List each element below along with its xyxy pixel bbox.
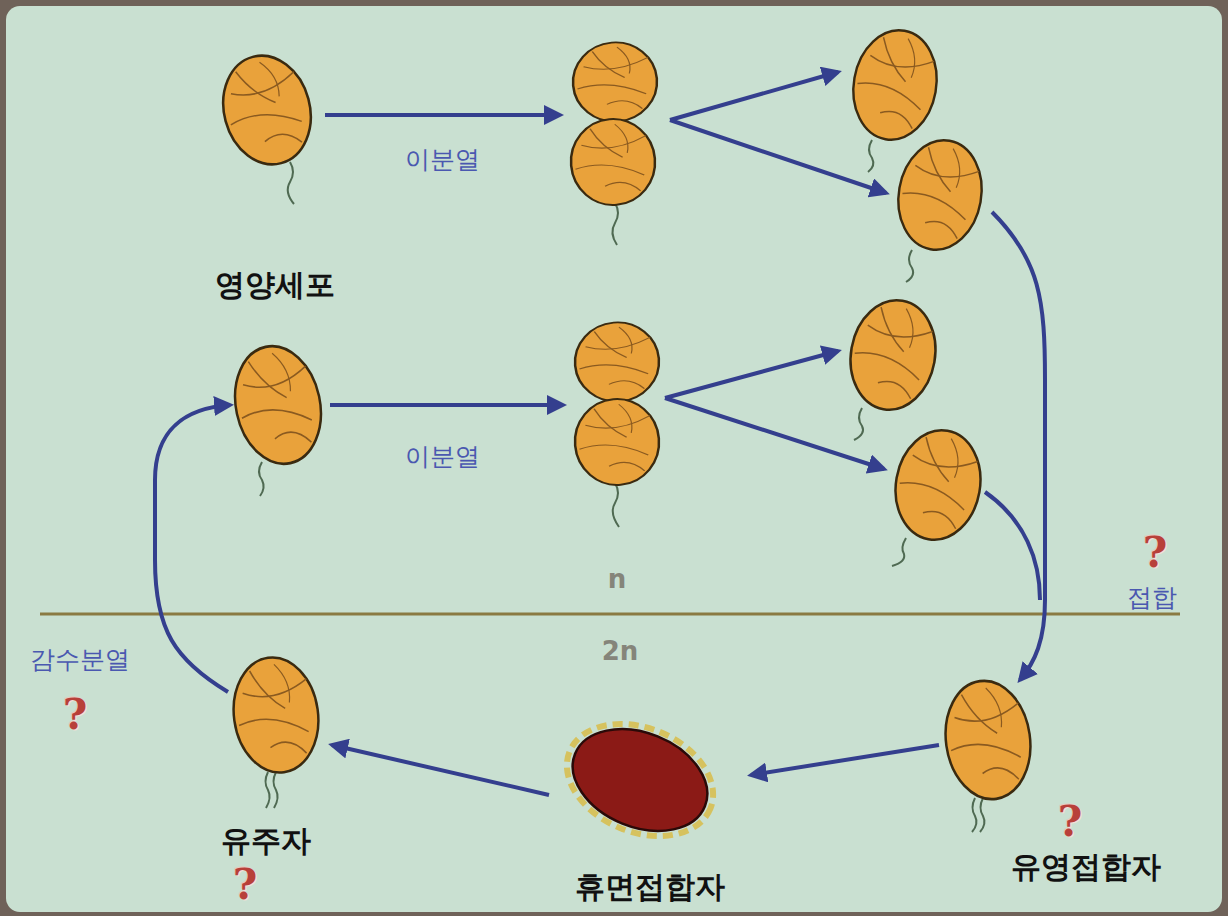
question-mark: ?: [1143, 529, 1168, 577]
stage-arrow: [751, 745, 939, 775]
cell-stage: 유영접합자: [939, 680, 1171, 884]
stage-name: 유영접합자: [939, 850, 1161, 884]
cell-stage: 영양세포: [194, 50, 356, 302]
stage-name: 영양세포: [194, 268, 356, 302]
ploidy-label: n: [608, 565, 627, 595]
process-label: 감수분열: [30, 646, 130, 675]
ploidy-label: 2n: [602, 637, 639, 667]
stage-arrow: [332, 745, 549, 795]
process-label: 이분열: [405, 443, 480, 472]
cell-stage: 유주자: [200, 652, 332, 858]
question-mark: ?: [1058, 798, 1083, 846]
stage-name: 휴면접합자: [549, 870, 751, 904]
cell-stage: 휴면접합자: [549, 725, 751, 904]
process-label: 접합: [1127, 584, 1177, 613]
question-mark: ?: [233, 861, 258, 909]
stage-name: 유주자: [200, 824, 332, 858]
question-mark: ?: [63, 691, 88, 739]
process-label: 이분열: [405, 146, 480, 175]
